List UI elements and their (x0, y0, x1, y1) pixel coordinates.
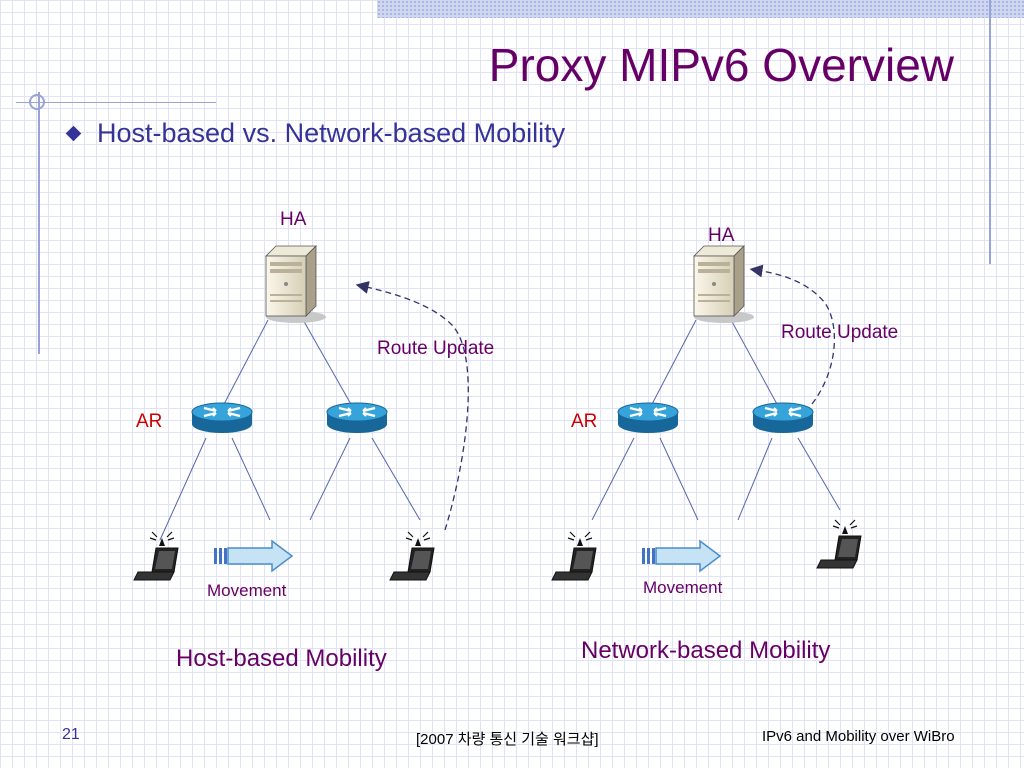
title-underline (16, 102, 216, 103)
network-based-diagram: HA AR Route Update Movement Network-base… (551, 225, 898, 664)
host-based-mn-laptop-icon (133, 531, 179, 581)
network-based-ar-router-icon (616, 401, 680, 435)
host-based-movement-arrow-icon (213, 540, 293, 572)
host-based-moved-laptop-icon (389, 531, 435, 581)
network-based-ha-server-icon (693, 245, 755, 324)
host-based-router-icon (325, 401, 389, 435)
network-based-ha-label: HA (708, 225, 735, 246)
host-based-route-update-label: Route Update (377, 338, 494, 359)
network-based-links (591, 317, 841, 521)
left-decorative-line (38, 92, 40, 354)
network-based-ar-label: AR (571, 411, 597, 432)
network-based-movement-arrow-icon (641, 540, 721, 572)
host-based-route-update-arrow (355, 281, 469, 531)
host-based-ha-server-icon (265, 245, 327, 324)
network-based-caption: Network-based Mobility (581, 637, 830, 664)
right-decorative-line (989, 0, 991, 264)
network-based-router-icon (751, 401, 815, 435)
page-number: 21 (62, 726, 80, 743)
network-based-moved-laptop-icon (816, 519, 862, 569)
network-based-mn-laptop-icon (551, 531, 597, 581)
footer-topic-text: IPv6 and Mobility over WiBro (762, 728, 955, 745)
host-based-ar-router-icon (190, 401, 254, 435)
network-based-movement-label: Movement (643, 578, 723, 597)
decorative-circle (29, 94, 45, 110)
host-based-caption: Host-based Mobility (176, 645, 387, 672)
slide-title: Proxy MIPv6 Overview (488, 39, 954, 91)
host-based-movement-label: Movement (207, 581, 287, 600)
network-based-route-update-arrow (749, 264, 835, 405)
network-based-route-update-label: Route Update (781, 322, 898, 343)
bullet-text: Host-based vs. Network-based Mobility (97, 118, 566, 148)
footer-workshop-text: [2007 차량 통신 기술 워크샵] (416, 731, 599, 748)
host-based-diagram: HA AR Route Update Movement Host-based M… (133, 209, 494, 672)
host-based-ha-label: HA (280, 209, 307, 230)
host-based-ar-label: AR (136, 411, 162, 432)
host-based-links (159, 317, 421, 541)
top-decorative-band (377, 0, 1024, 18)
bullet-item: Host-based vs. Network-based Mobility (64, 118, 565, 149)
